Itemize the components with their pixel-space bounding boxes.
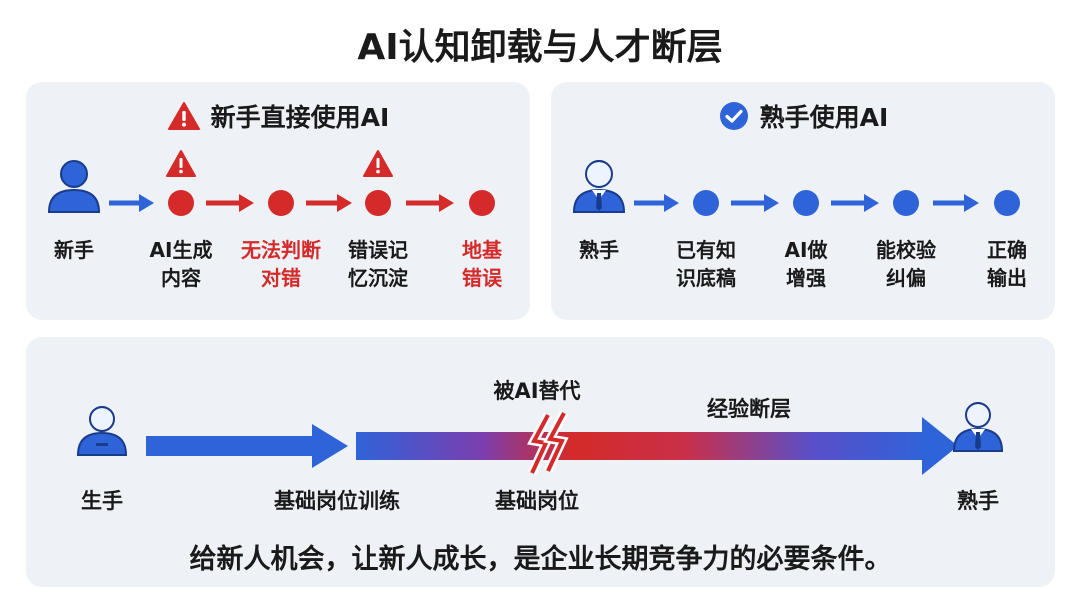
novice-panel: 新手直接使用AI: [26, 82, 530, 320]
expert-person-icon: [952, 402, 1004, 452]
conclusion-text: 给新人机会，让新人成长，是企业长期竞争力的必要条件。: [189, 544, 892, 575]
experience-gap-label: 经验断层: [707, 397, 791, 421]
novice-panel-heading: 新手直接使用AI: [26, 98, 530, 134]
novice-step-dot-1: [168, 190, 194, 216]
novice-person-icon: [47, 160, 101, 213]
base-position-label: 基础岗位: [495, 489, 579, 513]
expert-step-dot-4: [994, 190, 1020, 216]
novice-start-label: 新手: [54, 238, 94, 262]
talent-gap-diagram: [76, 402, 1004, 475]
expert-step-label-3: 能校验 纠偏: [876, 238, 936, 290]
expert-arrow-3: [831, 194, 879, 212]
novice-step-label-2: 无法判断 对错: [241, 238, 321, 290]
novice-step-dot-4: [469, 190, 495, 216]
novice-flow-diagram: [47, 150, 495, 216]
expert-panel: 熟手使用AI 熟手 已有知 识底稿: [551, 82, 1055, 320]
warning-icon: [167, 102, 200, 130]
expert-step-label-4: 正确 输出: [987, 238, 1027, 290]
expert-person-icon: [572, 160, 626, 213]
expert-arrow-1: [634, 194, 679, 212]
expert-start-label: 熟手: [579, 238, 619, 262]
novice-step-label-1: AI生成 内容: [149, 238, 213, 290]
talent-gap-panel: 生手 基础岗位训练 被AI替代 基础岗位 经验断层 熟手 给新人机会，让新人成长…: [26, 337, 1055, 587]
training-arrow: [146, 424, 348, 468]
expert-step-dot-3: [893, 190, 919, 216]
expert-arrow-4: [933, 194, 979, 212]
novice-step-dot-3: [365, 190, 391, 216]
expert-step-dot-1: [693, 190, 719, 216]
novice-step-label-3: 错误记 忆沉淀: [348, 238, 408, 290]
novice-step-dot-2: [268, 190, 294, 216]
novice-bottom-label: 生手: [81, 489, 123, 513]
expert-arrow-2: [731, 194, 779, 212]
break-lightning-icon: [527, 410, 569, 475]
expert-panel-heading: 熟手使用AI: [551, 98, 1055, 134]
expert-step-label-2: AI做 增强: [784, 238, 828, 290]
check-circle-icon: [719, 102, 748, 130]
novice-step-label-4: 地基 错误: [462, 238, 502, 290]
training-label: 基础岗位训练: [274, 489, 400, 513]
page-title: AI认知卸载与人才断层: [357, 27, 723, 68]
novice-start-arrow: [109, 194, 154, 212]
novice-person-icon: [76, 406, 128, 456]
warning-icon: [363, 150, 393, 177]
novice-heading-text: 新手直接使用AI: [210, 103, 390, 132]
warning-icon: [166, 150, 196, 177]
expert-bottom-label: 熟手: [957, 489, 999, 513]
novice-red-arrow-1: [206, 194, 254, 212]
expert-heading-text: 熟手使用AI: [759, 103, 889, 132]
novice-red-arrow-3: [406, 194, 454, 212]
experience-gap-arrow: [356, 417, 958, 475]
expert-step-label-1: 已有知 识底稿: [676, 238, 736, 290]
novice-red-arrow-2: [306, 194, 352, 212]
expert-flow-diagram: [572, 160, 1020, 216]
replaced-by-ai-label: 被AI替代: [493, 379, 581, 403]
expert-step-dot-2: [793, 190, 819, 216]
